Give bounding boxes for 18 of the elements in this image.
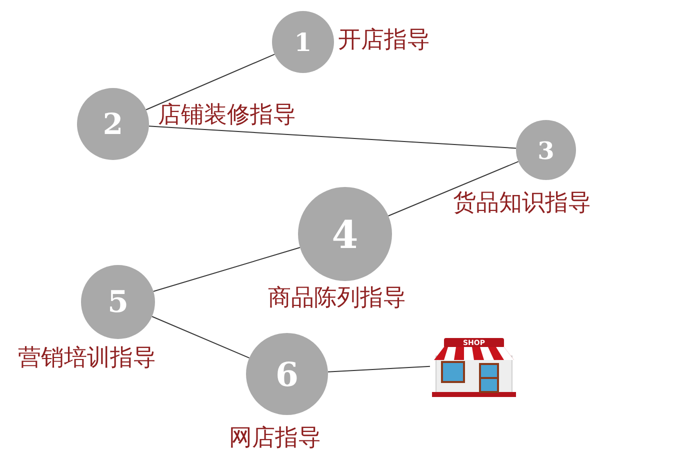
connector-line	[388, 161, 519, 216]
step-label: 店铺装修指导	[158, 104, 296, 127]
connector-line	[152, 316, 250, 358]
number-circle: 1	[272, 11, 334, 73]
step-label: 货品知识指导	[453, 192, 591, 215]
step-label: 开店指导	[338, 29, 430, 52]
connector-line	[327, 366, 430, 372]
number-circle: 5	[81, 265, 155, 339]
connector-line	[146, 54, 276, 110]
number-circle: 4	[298, 187, 392, 281]
step-label: 营销培训指导	[18, 347, 156, 370]
step-label: 商品陈列指导	[268, 287, 406, 310]
number-circle: 6	[246, 333, 328, 415]
number-circle: 3	[516, 120, 576, 180]
number-circle: 2	[77, 88, 149, 160]
connector-line	[148, 126, 517, 149]
connector-line	[152, 246, 300, 292]
step-label: 网店指导	[229, 427, 321, 450]
